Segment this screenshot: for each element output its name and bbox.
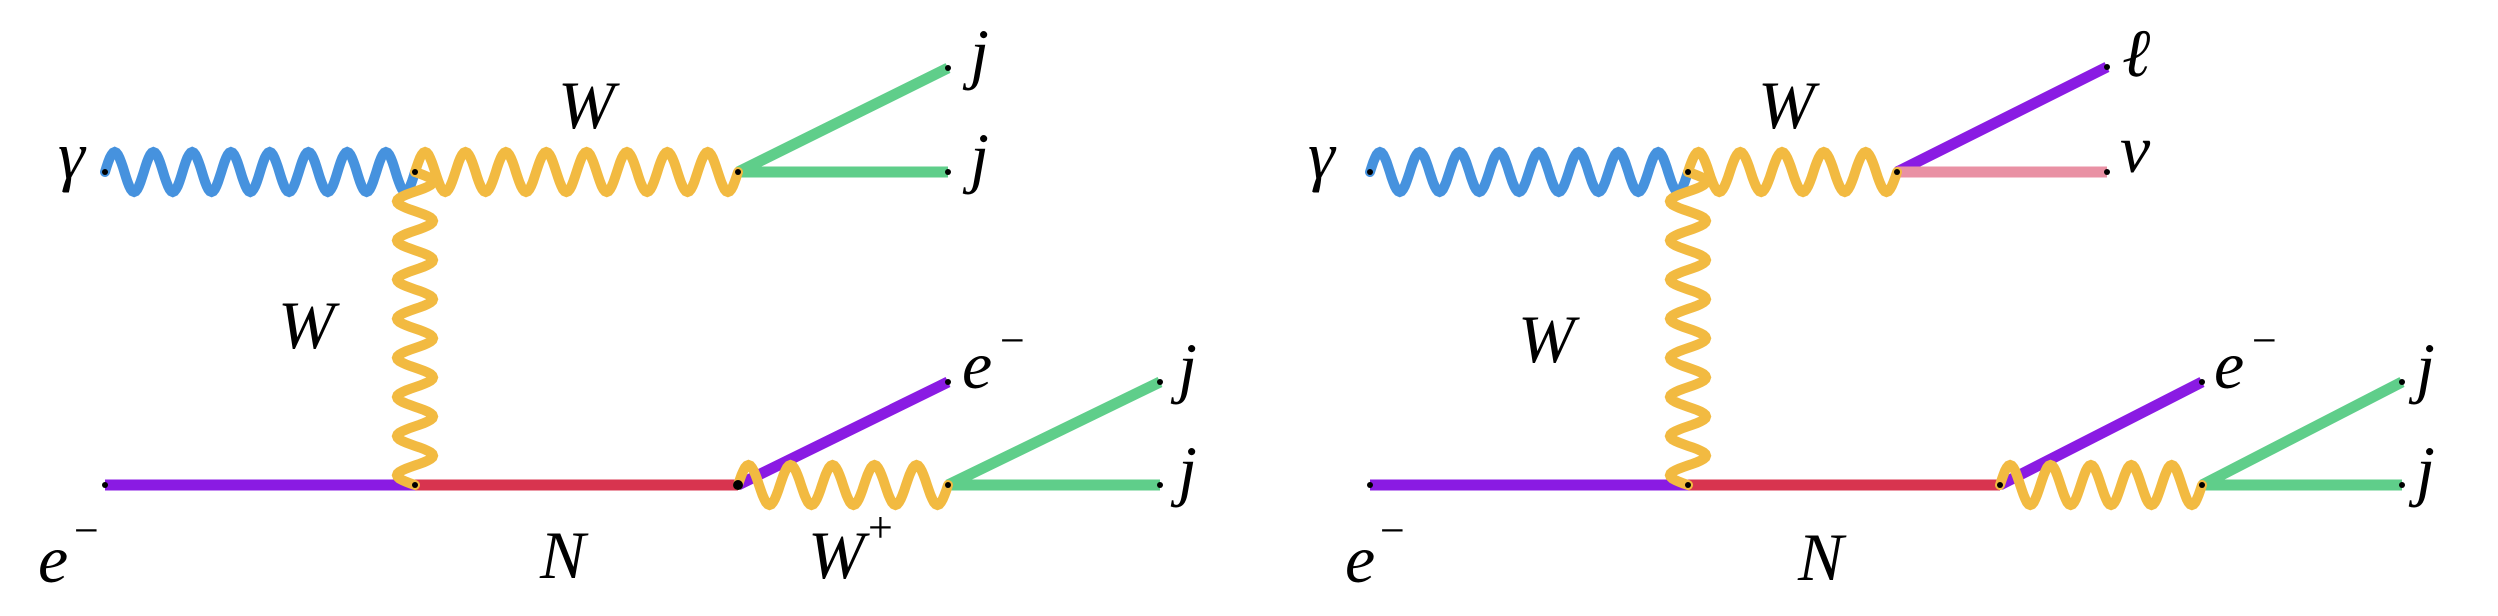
lepton-out-line (1894, 62, 2110, 177)
label-electron-in: e (1345, 521, 1375, 597)
label-electron-out-sup: − (2252, 316, 2277, 365)
photon-wave (100, 146, 420, 198)
label-neutrino-out: ν (2120, 111, 2151, 187)
label-photon-in: γ (1308, 117, 1337, 193)
label-w-plus-sup: + (868, 503, 893, 552)
label-jet-bottom-2: j (2408, 432, 2435, 508)
label-electron-in-sup: − (74, 506, 99, 555)
w-plus-wave (733, 459, 953, 511)
label-w-top: W (1758, 67, 1820, 143)
label-jet-bottom-1: j (1170, 329, 1197, 405)
diagram-left: γ W W e − N W + j j e − j j (38, 15, 1197, 597)
w-top-wave (1683, 146, 1902, 198)
label-heavy-neutrino: N (539, 517, 589, 593)
label-jet-top-1: j (962, 15, 989, 91)
label-jet-bottom-1: j (2408, 329, 2435, 405)
label-jet-bottom-2: j (1170, 432, 1197, 508)
electron-out-line (1997, 377, 2205, 490)
w-vertical-wave (391, 167, 439, 490)
label-electron-in-sup: − (1380, 506, 1405, 555)
label-photon-in: γ (58, 117, 87, 193)
jet-bottom-1-line (945, 377, 1163, 490)
label-electron-in: e (38, 521, 68, 597)
w-vertical-wave (1664, 167, 1712, 490)
label-lepton-out: ℓ (2122, 15, 2150, 91)
label-electron-out: e (962, 327, 992, 403)
w-bottom-wave (1995, 459, 2207, 511)
label-electron-out-sup: − (1000, 316, 1025, 365)
jet-bottom-1-line (2199, 377, 2405, 490)
diagram-right: γ W W e − N ℓ ν e − j j (1308, 15, 2435, 597)
vertex-dots (102, 65, 1163, 490)
label-w-vertical: W (1518, 301, 1580, 377)
label-w-vertical: W (278, 287, 340, 363)
label-jet-top-2: j (962, 119, 989, 195)
w-top-wave (410, 146, 743, 198)
label-electron-out: e (2214, 327, 2244, 403)
label-w-plus: W (808, 517, 870, 593)
label-heavy-neutrino: N (1797, 519, 1847, 595)
photon-wave (1365, 146, 1693, 198)
electron-out-line (735, 377, 951, 490)
jet-top-1-line (735, 63, 951, 177)
vertex-dots (1367, 64, 2405, 488)
label-w-top: W (558, 67, 620, 143)
